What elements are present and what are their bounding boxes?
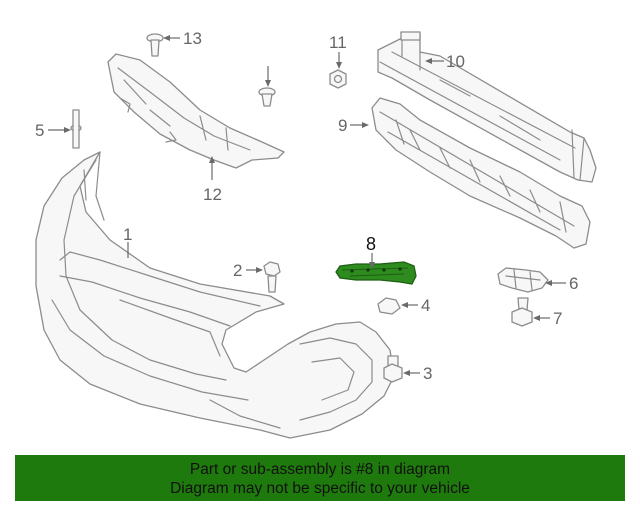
part-8-bracket[interactable] — [335, 261, 417, 285]
callout-8: 8 — [366, 234, 376, 254]
part-13-clip[interactable] — [146, 33, 164, 57]
notice-line-part: Part or sub-assembly is #8 in diagram — [189, 461, 451, 478]
notice-line-disclaimer: Diagram may not be specific to your vehi… — [170, 480, 470, 497]
part-3-bolt[interactable] — [383, 355, 403, 383]
callout-2: 2 — [233, 261, 242, 280]
callout-1: 1 — [123, 225, 132, 244]
part-10-reinforcement-beam[interactable] — [377, 31, 597, 183]
part-14-clip[interactable] — [258, 87, 276, 107]
callout-9: 9 — [338, 116, 347, 135]
callout-7: 7 — [553, 309, 562, 328]
callout-6: 6 — [569, 274, 578, 293]
part-9-energy-absorber[interactable] — [371, 97, 591, 249]
part-4-nut[interactable] — [377, 297, 401, 315]
callout-12: 12 — [203, 185, 222, 204]
part-2-bolt[interactable] — [263, 261, 281, 293]
part-12-upper-support[interactable] — [107, 53, 285, 169]
callout-10: 10 — [446, 52, 465, 71]
part-6-bracket[interactable] — [497, 267, 549, 293]
callout-5: 5 — [35, 121, 44, 140]
part-5-pin[interactable] — [70, 109, 82, 149]
part-notice-banner: Part or sub-assembly is #8 in diagram Di… — [15, 455, 625, 501]
callout-3: 3 — [423, 364, 432, 383]
callout-labels: 13 11 10 9 5 12 1 8 2 6 4 7 3 — [35, 29, 578, 383]
part-11-nut[interactable] — [329, 69, 347, 89]
callout-4: 4 — [421, 296, 430, 315]
part-7-bolt[interactable] — [511, 297, 533, 327]
part-1-bumper-cover[interactable] — [35, 151, 395, 439]
callout-11: 11 — [329, 33, 347, 52]
callout-13: 13 — [183, 29, 202, 48]
parts-diagram: 13 11 10 9 5 12 1 8 2 6 4 7 3 — [35, 29, 597, 439]
leader-lines — [48, 35, 566, 376]
